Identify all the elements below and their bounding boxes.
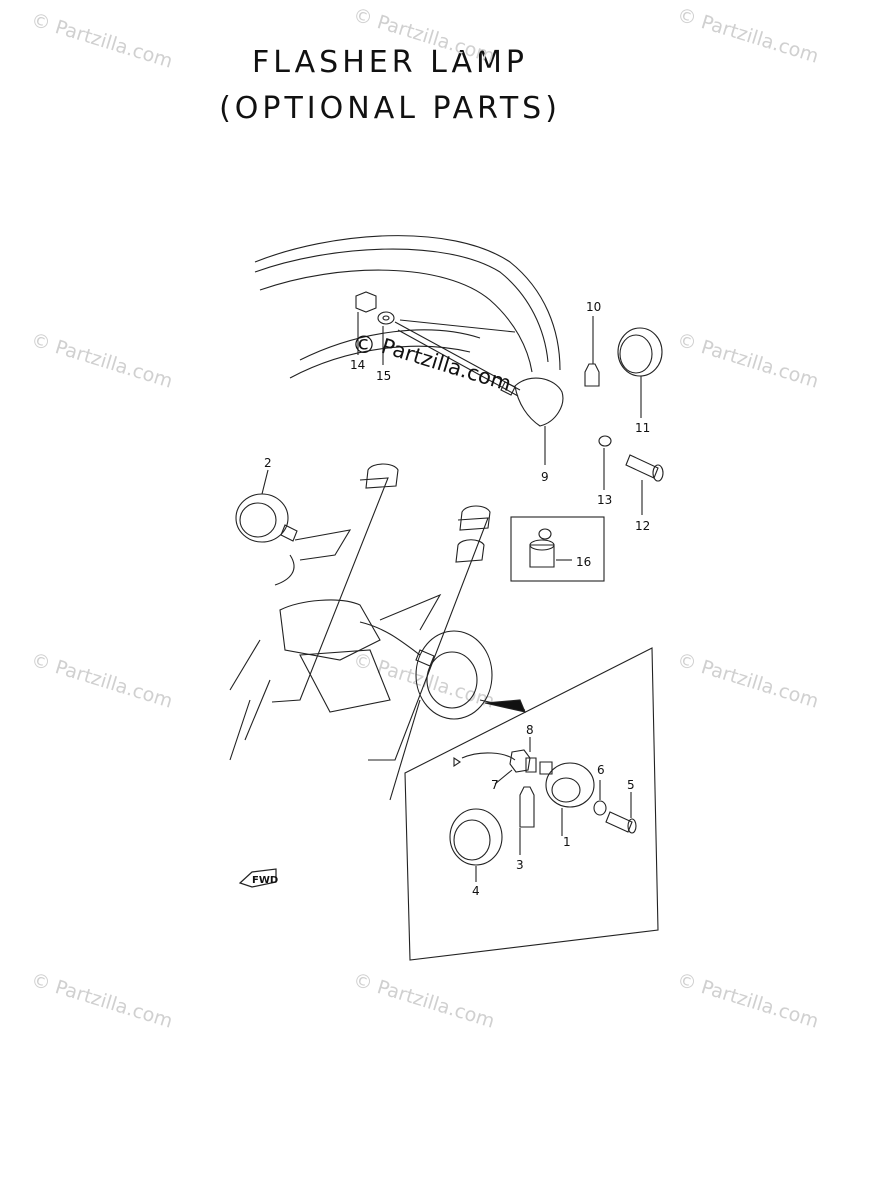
watermark: © Partzilla.com <box>351 969 498 1033</box>
callout-4: 4 <box>472 884 480 898</box>
callout-2: 2 <box>264 456 272 470</box>
callout-13: 13 <box>597 493 612 507</box>
callout-14: 14 <box>350 358 365 372</box>
callout-12: 12 <box>635 519 650 533</box>
callout-1: 1 <box>563 835 571 849</box>
callout-10: 10 <box>586 300 601 314</box>
forward-arrow-icon: FWD <box>238 868 278 888</box>
fwd-label: FWD <box>252 875 278 886</box>
callout-11: 11 <box>635 421 650 435</box>
watermark: © Partzilla.com <box>29 9 176 73</box>
watermark: © Partzilla.com <box>675 649 822 713</box>
watermark: © Partzilla.com <box>351 4 498 68</box>
watermark: © Partzilla.com <box>675 4 822 68</box>
watermark: © Partzilla.com <box>29 329 176 393</box>
callout-labels: 1 2 3 4 5 6 7 8 9 10 11 12 13 14 15 16 <box>264 300 650 898</box>
center-watermark-text: Partzilla.com <box>379 334 515 396</box>
watermark: © Partzilla.com <box>29 649 176 713</box>
callout-7: 7 <box>491 778 499 792</box>
callout-15: 15 <box>376 369 391 383</box>
title-line-2: (OPTIONAL PARTS) <box>219 91 561 126</box>
center-watermark: © Partzilla.com <box>352 331 514 396</box>
diagram-title: FLASHER LAMP (OPTIONAL PARTS) <box>0 40 780 132</box>
copyright-symbol: © <box>352 331 376 359</box>
watermark: © Partzilla.com <box>29 969 176 1033</box>
callout-8: 8 <box>526 723 534 737</box>
callout-9: 9 <box>541 470 549 484</box>
watermark: © Partzilla.com <box>675 969 822 1033</box>
title-line-1: FLASHER LAMP <box>251 45 529 80</box>
callout-6: 6 <box>597 763 605 777</box>
watermark-group: © Partzilla.com © Partzilla.com © Partzi… <box>29 4 822 1033</box>
callout-5: 5 <box>627 778 635 792</box>
callout-3: 3 <box>516 858 524 872</box>
watermark: © Partzilla.com <box>675 329 822 393</box>
callout-16: 16 <box>576 555 591 569</box>
